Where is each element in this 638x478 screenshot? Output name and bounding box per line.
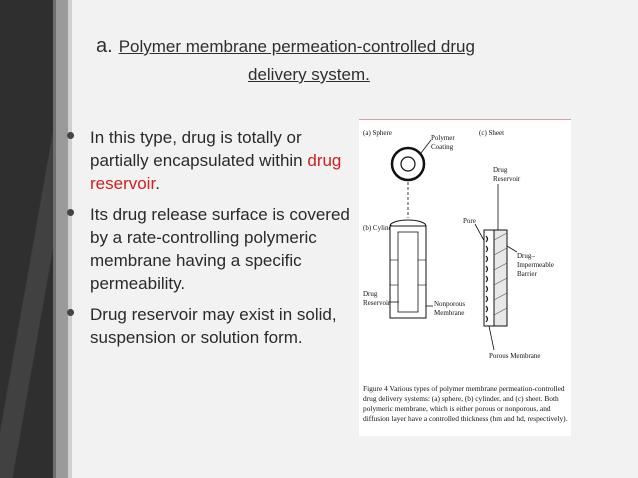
membrane-pores [485, 235, 489, 323]
bullet-dot-icon: • [66, 197, 76, 227]
bullet-text: Its drug release surface is covered by a… [90, 205, 350, 293]
delivery-system-diagram: (a) Sphere Polymer Coating (b) Cylinder … [363, 129, 554, 360]
label-porous-membrane: Porous Membrane [489, 352, 541, 360]
label-drug-c: Drug [493, 166, 508, 174]
bullet-item: • Its drug release surface is covered by… [66, 197, 351, 295]
bullet-item: • Drug reservoir may exist in solid, sus… [66, 297, 351, 349]
decorative-side-bar-mid [56, 0, 68, 478]
figure-caption: Figure 4 Various types of polymer membra… [363, 384, 568, 423]
label-reservoir-b: Reservoir [363, 299, 391, 307]
bullet-dot-icon: • [66, 120, 76, 150]
label-reservoir-c: Reservoir [493, 175, 521, 183]
label-sphere: (a) Sphere [363, 129, 392, 137]
leader-line [420, 139, 432, 154]
decorative-side-bar [0, 0, 53, 478]
bullet-highlight: drug reservoir [90, 151, 342, 193]
sphere-outer [390, 146, 426, 182]
decorative-side-bar-light [68, 0, 72, 478]
bullet-text: In this type, drug is totally or partial… [90, 128, 308, 170]
leader-line [506, 245, 518, 253]
diagram-figure: (a) Sphere Polymer Coating (b) Cylinder … [359, 119, 571, 436]
label-pore: Pore [463, 217, 476, 225]
cylinder-core [397, 231, 419, 313]
label-sheet: (c) Sheet [479, 129, 504, 137]
label-nonporous: Nonporous [434, 300, 465, 308]
bullet-dot-icon: • [66, 297, 76, 327]
porous-membrane-layer [483, 229, 495, 327]
label-impermeable: Impermeable [517, 261, 554, 269]
label-drug-imp: Drug– [517, 252, 535, 260]
title-line-2: delivery system. [248, 65, 370, 84]
label-cylinder: (b) Cylinder [363, 224, 398, 232]
label-coating: Coating [431, 143, 454, 151]
leader-line [488, 325, 495, 351]
bullet-list: • In this type, drug is totally or parti… [66, 120, 351, 357]
label-polymer: Polymer [431, 134, 455, 142]
label-membrane: Membrane [434, 309, 464, 317]
sphere-inner [400, 156, 416, 172]
bullet-text-end: . [155, 174, 160, 193]
decorative-side-bar-gap [53, 0, 56, 478]
bullet-text: Drug reservoir may exist in solid, suspe… [90, 305, 337, 347]
label-barrier: Barrier [517, 270, 537, 278]
reservoir-hatching [493, 232, 508, 316]
title-line-1: Polymer membrane permeation-controlled d… [118, 37, 475, 56]
title-letter: a. [96, 35, 113, 57]
bullet-item: • In this type, drug is totally or parti… [66, 120, 351, 195]
slide-title: a. Polymer membrane permeation-controlled… [96, 32, 616, 89]
label-drug-b: Drug [363, 290, 378, 298]
